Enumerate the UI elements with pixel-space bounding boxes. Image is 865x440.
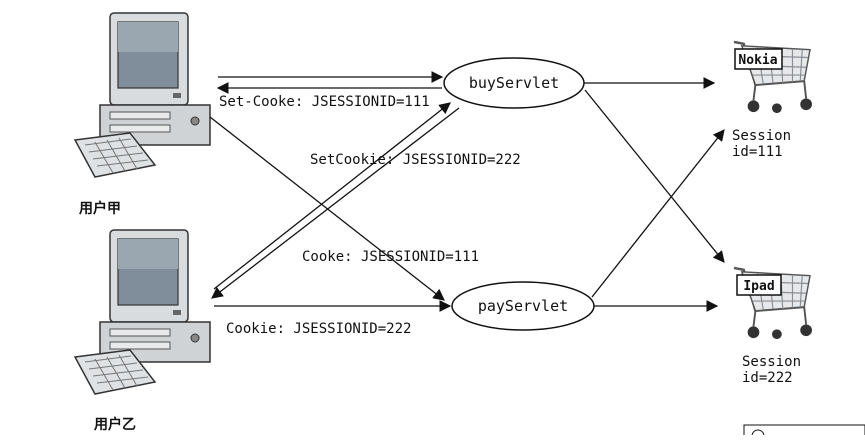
- computer-user-b-icon: [74, 229, 211, 395]
- edge-pay-to-cart-1: [591, 129, 725, 298]
- client-caption-user-b: 用户乙: [94, 416, 136, 433]
- edge-label-setcookie-222: SetCookie: JSESSIONID=222: [310, 152, 521, 168]
- edge-buy-to-cart-2: [584, 89, 725, 263]
- edge-buy-to-b: [211, 107, 460, 299]
- session-2-line1: Session: [742, 354, 801, 370]
- computer-user-a-icon: [74, 12, 211, 178]
- edge-label-cookie-222: Cookie: JSESSIONID=222: [226, 321, 411, 337]
- buy-servlet-label: buyServlet: [469, 74, 559, 92]
- edge-a-to-pay: [209, 116, 445, 301]
- pay-servlet-label: payServlet: [478, 297, 568, 315]
- client-caption-user-a: 用户甲: [79, 200, 121, 217]
- cart-ipad-tag: [736, 274, 782, 296]
- cart-nokia-item: Nokia: [738, 53, 777, 68]
- edge-b-to-buy: [213, 102, 451, 290]
- edge-label-set-cooke-111: Set-Cooke: JSESSIONID=111: [219, 94, 430, 110]
- cart-nokia-tag: [734, 48, 783, 70]
- edge-label-cooke-111: Cooke: JSESSIONID=111: [302, 249, 479, 265]
- watermark-badge: [743, 424, 865, 438]
- cart-ipad-item: Ipad: [743, 279, 774, 294]
- session-1-line1: Session: [732, 128, 791, 144]
- session-2-line2: id=222: [742, 370, 793, 386]
- session-1-line2: id=111: [732, 144, 783, 160]
